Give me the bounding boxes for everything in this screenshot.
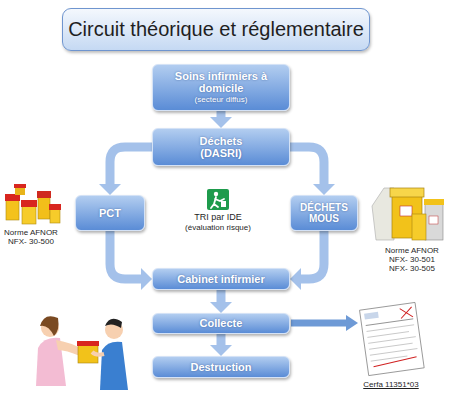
category-box: PCT (75, 195, 145, 231)
diagram-title: Circuit théorique et réglementaire (68, 18, 364, 41)
standard-note: Norme AFNOR NFX- 30-500 (1, 228, 61, 246)
node-label: DÉCHETS MOUS (294, 202, 354, 224)
flow-arrow (217, 111, 226, 117)
flow-arrow (110, 231, 141, 279)
process-box: Soins infirmiers à domicile (secteur diff… (152, 64, 290, 111)
flow-arrow (110, 147, 152, 184)
node-label: Collecte (200, 317, 243, 329)
flow-arrow (301, 231, 324, 279)
node-label: Destruction (190, 361, 251, 373)
node-label: Cabinet infirmier (177, 273, 264, 285)
process-box: Collecte (152, 313, 290, 334)
flow-arrow (217, 334, 226, 345)
flow-arrow (217, 290, 226, 302)
process-box: Déchets (DASRI) (152, 128, 290, 166)
category-box: DÉCHETS MOUS (290, 195, 358, 231)
sorting-icon (207, 189, 229, 210)
form-arrow (291, 315, 358, 331)
form-reference: Cerfa 11351*03 (356, 380, 426, 389)
waste-containers (372, 188, 444, 240)
cerfa-form (360, 302, 425, 375)
process-box: Destruction (152, 356, 290, 378)
node-label: Soins infirmiers à domicile (171, 70, 271, 94)
people-illustration (36, 316, 128, 390)
standard-note: Norme AFNOR NFX- 30-501 NFX- 30-505 (381, 246, 443, 274)
flow-arrow (290, 147, 324, 184)
node-sublabel: (secteur diffus) (195, 96, 248, 105)
title-box: Circuit théorique et réglementaire (62, 8, 370, 51)
sorting-note: TRI par IDE (180, 212, 256, 222)
node-label: PCT (99, 207, 121, 219)
sorting-note: (évaluation risque) (176, 223, 260, 232)
process-box: Cabinet infirmier (152, 268, 290, 290)
sharps-containers (5, 184, 61, 224)
node-label: Déchets (DASRI) (185, 135, 257, 159)
